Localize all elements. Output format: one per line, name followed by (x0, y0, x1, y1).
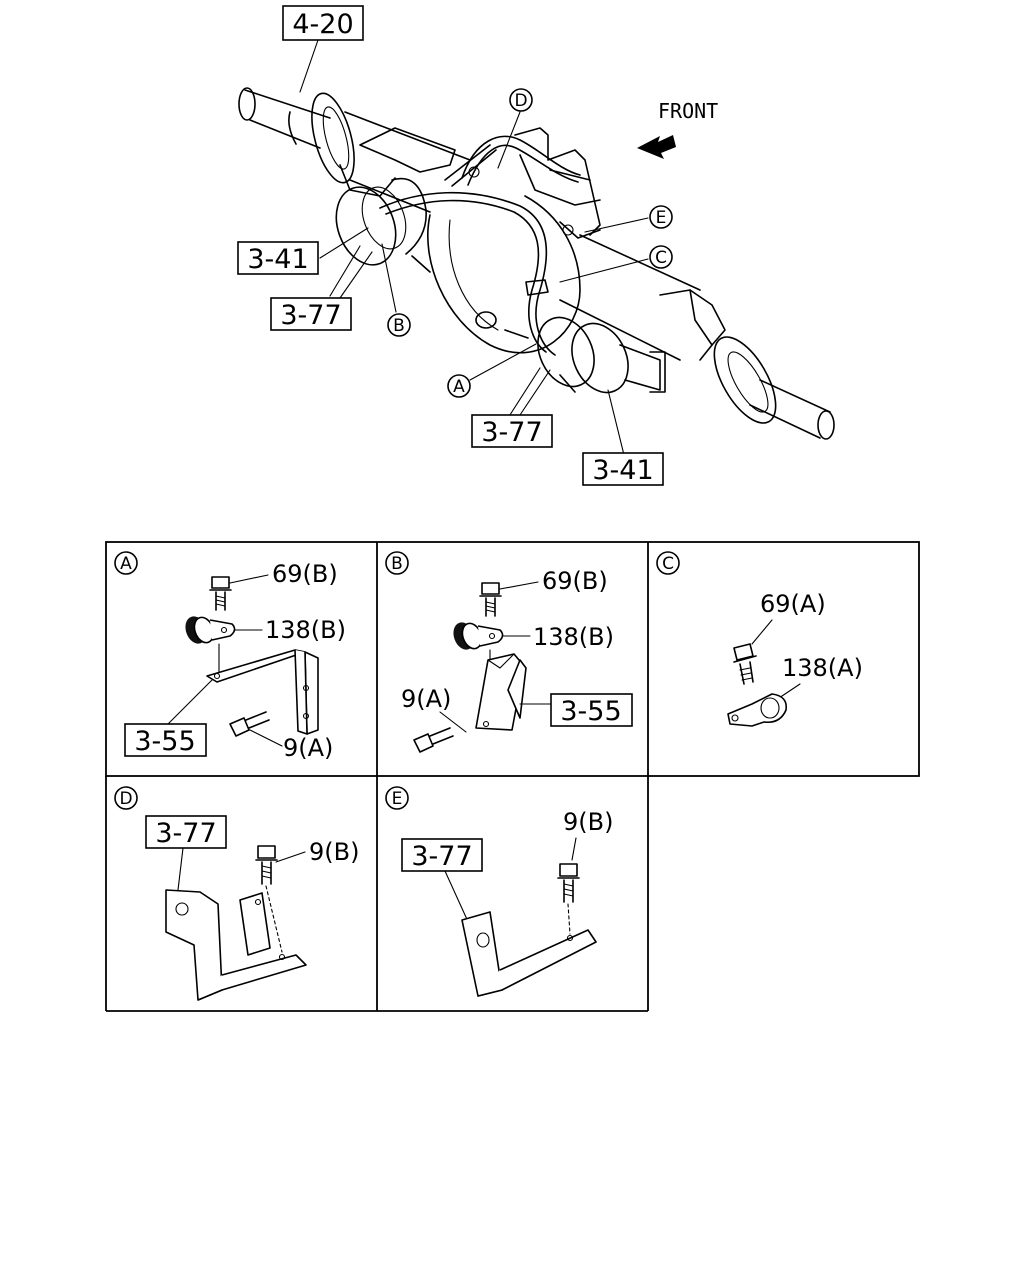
bolt-icon (229, 711, 270, 737)
ref-box-4-20: 4-20 (292, 9, 353, 40)
panel-e-marker: E (385, 786, 409, 810)
ref-box-3-77-center-frame (471, 414, 553, 448)
callout-d-9b: 9(B) (309, 838, 359, 866)
callout-b-9a: 9(A) (401, 685, 451, 713)
ref-box-3-41-left-frame (237, 241, 319, 275)
bolt-icon (733, 643, 757, 685)
svg-text:B: B (391, 554, 403, 574)
detail-panel-a: A 69(B) 138(B) (114, 551, 346, 762)
svg-text:D: D (514, 91, 527, 111)
callout-c-138a: 138(A) (782, 654, 863, 682)
svg-text:E: E (656, 208, 667, 228)
panel-e-ref-box: 3-77 (411, 841, 472, 872)
marker-c: C (649, 245, 673, 269)
callout-b-69b: 69(B) (542, 567, 608, 595)
panel-e-ref-box-frame (401, 838, 483, 872)
svg-text:C: C (655, 248, 667, 268)
bracket-icon (206, 649, 319, 735)
callout-b-138b: 138(B) (533, 623, 614, 651)
main-leader-lines (299, 39, 649, 456)
panel-d-ref-box-frame (145, 815, 227, 849)
detail-grid (105, 541, 920, 1012)
panel-c-marker: C (656, 551, 680, 575)
clip-icon (185, 616, 236, 644)
marker-b: B (387, 313, 411, 337)
callout-e-9b: 9(B) (563, 808, 613, 836)
marker-a: A (447, 374, 471, 398)
detail-panel-c: C 69(A) 138(A) (656, 551, 863, 727)
ref-box-4-20-frame (282, 5, 364, 41)
axle-assembly-illustration (238, 87, 835, 440)
bolt-icon (557, 863, 580, 903)
svg-text:B: B (393, 316, 405, 336)
bracket-icon (461, 911, 597, 997)
bolt-icon (209, 576, 232, 611)
marker-d: D (509, 88, 533, 112)
svg-text:A: A (453, 377, 465, 397)
ref-box-3-41-right: 3-41 (592, 455, 653, 486)
svg-text:D: D (119, 789, 132, 809)
bolt-icon (255, 845, 278, 885)
clip-icon (453, 622, 504, 650)
callout-a-138b: 138(B) (265, 616, 346, 644)
svg-text:A: A (120, 554, 132, 574)
marker-e: E (649, 205, 673, 229)
panel-b-marker: B (385, 551, 409, 575)
clip-icon (727, 693, 788, 727)
ref-box-3-41-left: 3-41 (247, 244, 308, 275)
ref-box-3-41-right-frame (582, 452, 664, 486)
front-label: FRONT (658, 99, 718, 123)
callout-a-9a: 9(A) (283, 734, 333, 762)
detail-panel-e: E 3-77 9(B) (385, 786, 613, 997)
callout-c-69a: 69(A) (760, 590, 826, 618)
svg-text:C: C (662, 554, 674, 574)
ref-box-3-77-center: 3-77 (481, 417, 542, 448)
bolt-icon (479, 582, 502, 617)
ref-box-3-77-left: 3-77 (280, 300, 341, 331)
bracket-icon (165, 889, 307, 1001)
detail-panel-b: B 69(B) 138(B) 3-55 (385, 551, 633, 753)
ref-box-3-77-left-frame (270, 297, 352, 331)
panel-b-ref-box-frame (550, 693, 633, 727)
bracket-icon (475, 653, 527, 731)
front-arrow-icon (637, 135, 676, 159)
panel-a-ref-box: 3-55 (134, 726, 195, 757)
panel-b-ref-box: 3-55 (560, 696, 621, 727)
panel-a-marker: A (114, 551, 138, 575)
svg-text:E: E (392, 789, 403, 809)
detail-panel-d: D 3-77 9(B) (114, 786, 359, 1001)
panel-d-ref-box: 3-77 (155, 818, 216, 849)
bolt-icon (413, 727, 454, 753)
panel-a-ref-box-frame (124, 723, 207, 757)
panel-d-marker: D (114, 786, 138, 810)
callout-a-69b: 69(B) (272, 560, 338, 588)
